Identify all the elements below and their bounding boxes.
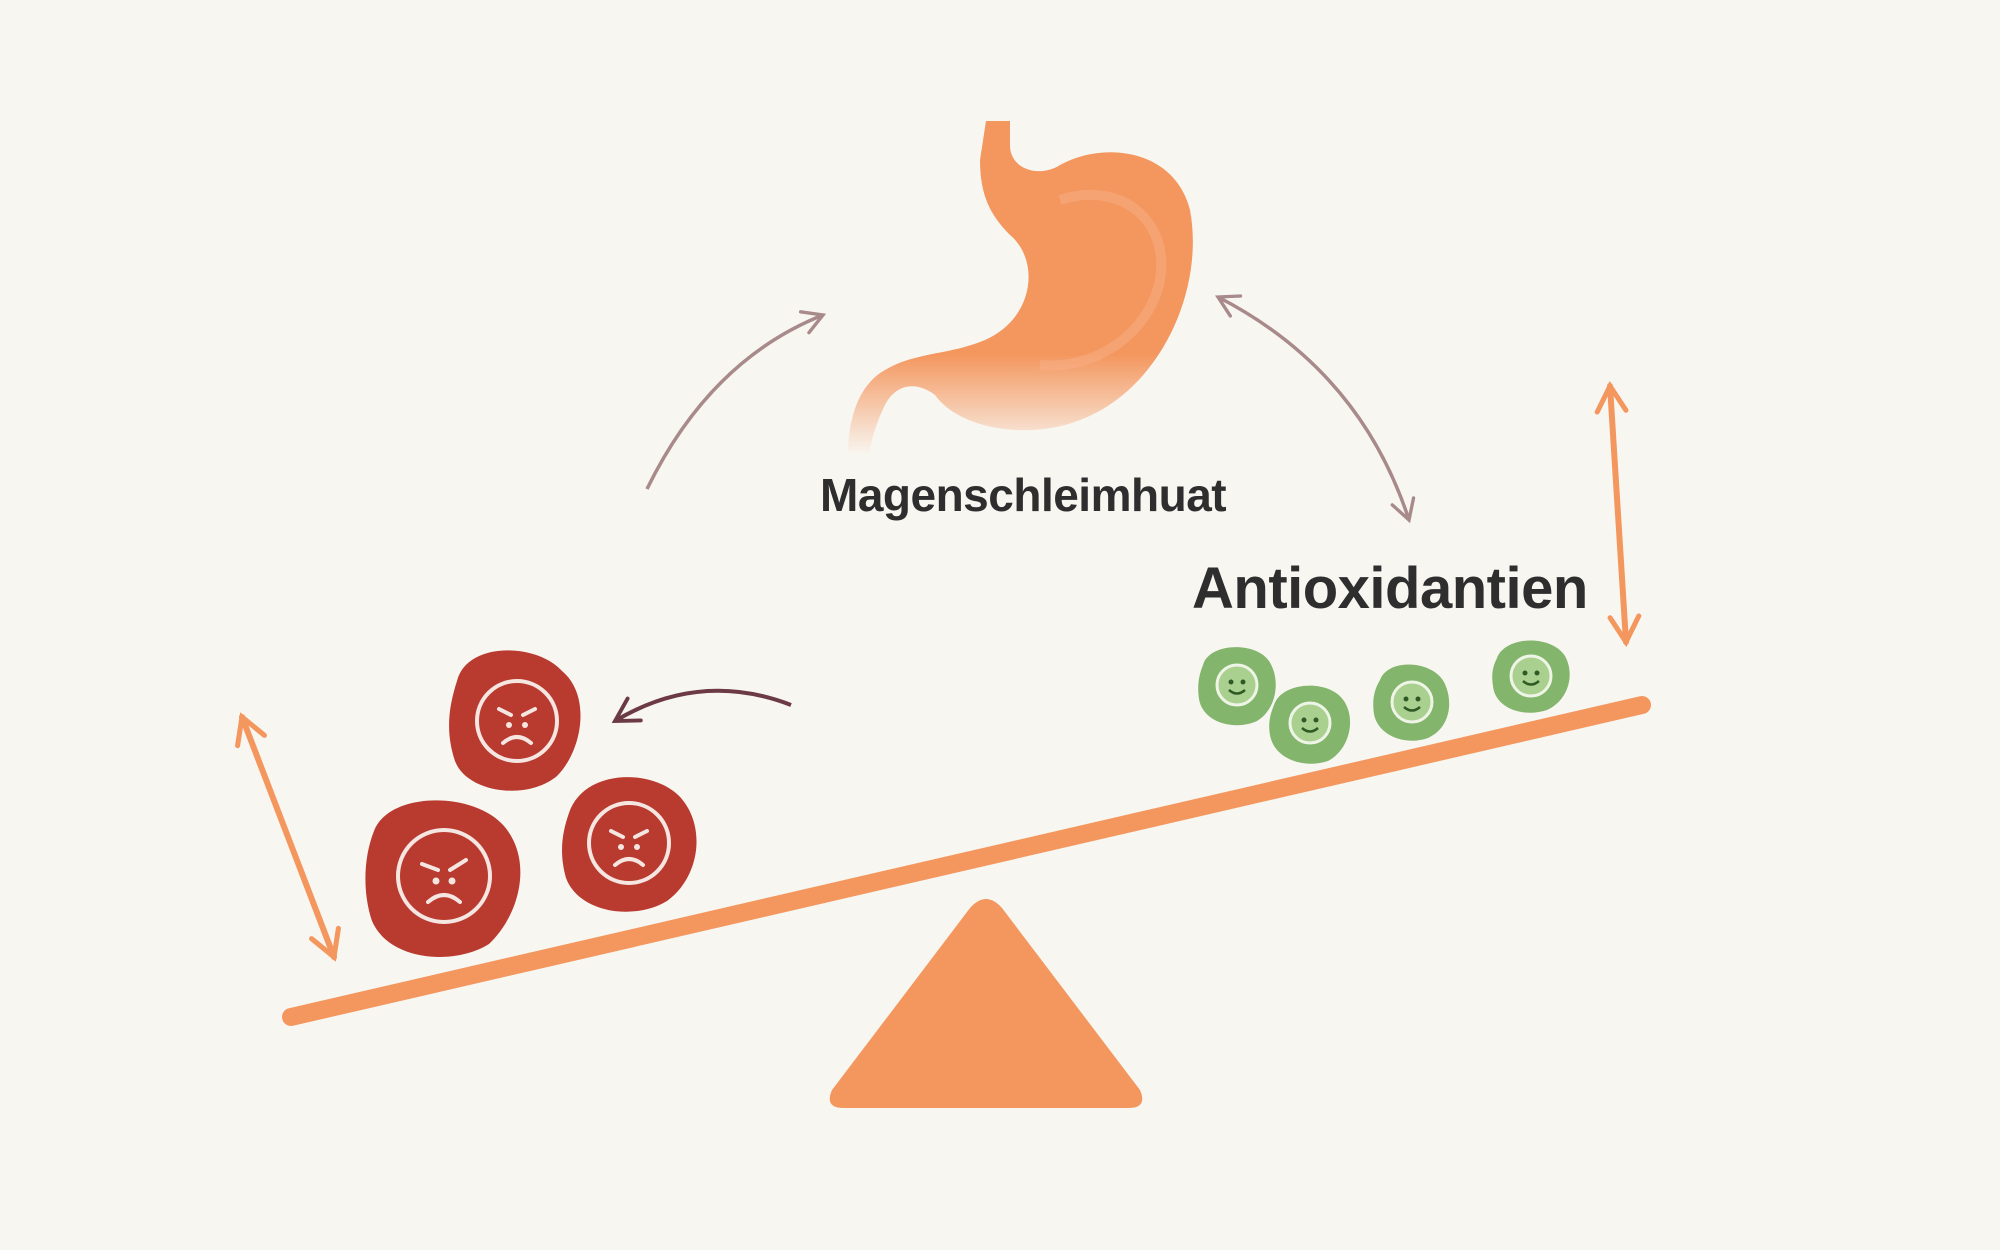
seesaw-icon (282, 696, 1651, 1108)
curved-arrow-right (1214, 294, 1416, 524)
angry-radical-icon (449, 650, 581, 791)
curved-arrow-dark (611, 688, 792, 723)
happy-antioxidant-icon (1269, 685, 1351, 764)
angry-radical-icon (365, 800, 521, 957)
antioxidant-group (1198, 640, 1570, 764)
curved-arrow-left (645, 310, 827, 490)
angry-radical-icon (562, 777, 697, 912)
happy-antioxidant-icon (1198, 647, 1276, 726)
happy-antioxidant-icon (1492, 640, 1570, 713)
happy-antioxidant-icon (1373, 664, 1450, 741)
double-arrow-icon-left (235, 712, 341, 962)
label-mucosa: Magenschleimhuat (820, 469, 1227, 521)
stomach-icon (848, 121, 1193, 455)
label-antioxidants: Antioxidantien (1192, 556, 1588, 621)
double-arrow-icon-right (1594, 380, 1642, 648)
